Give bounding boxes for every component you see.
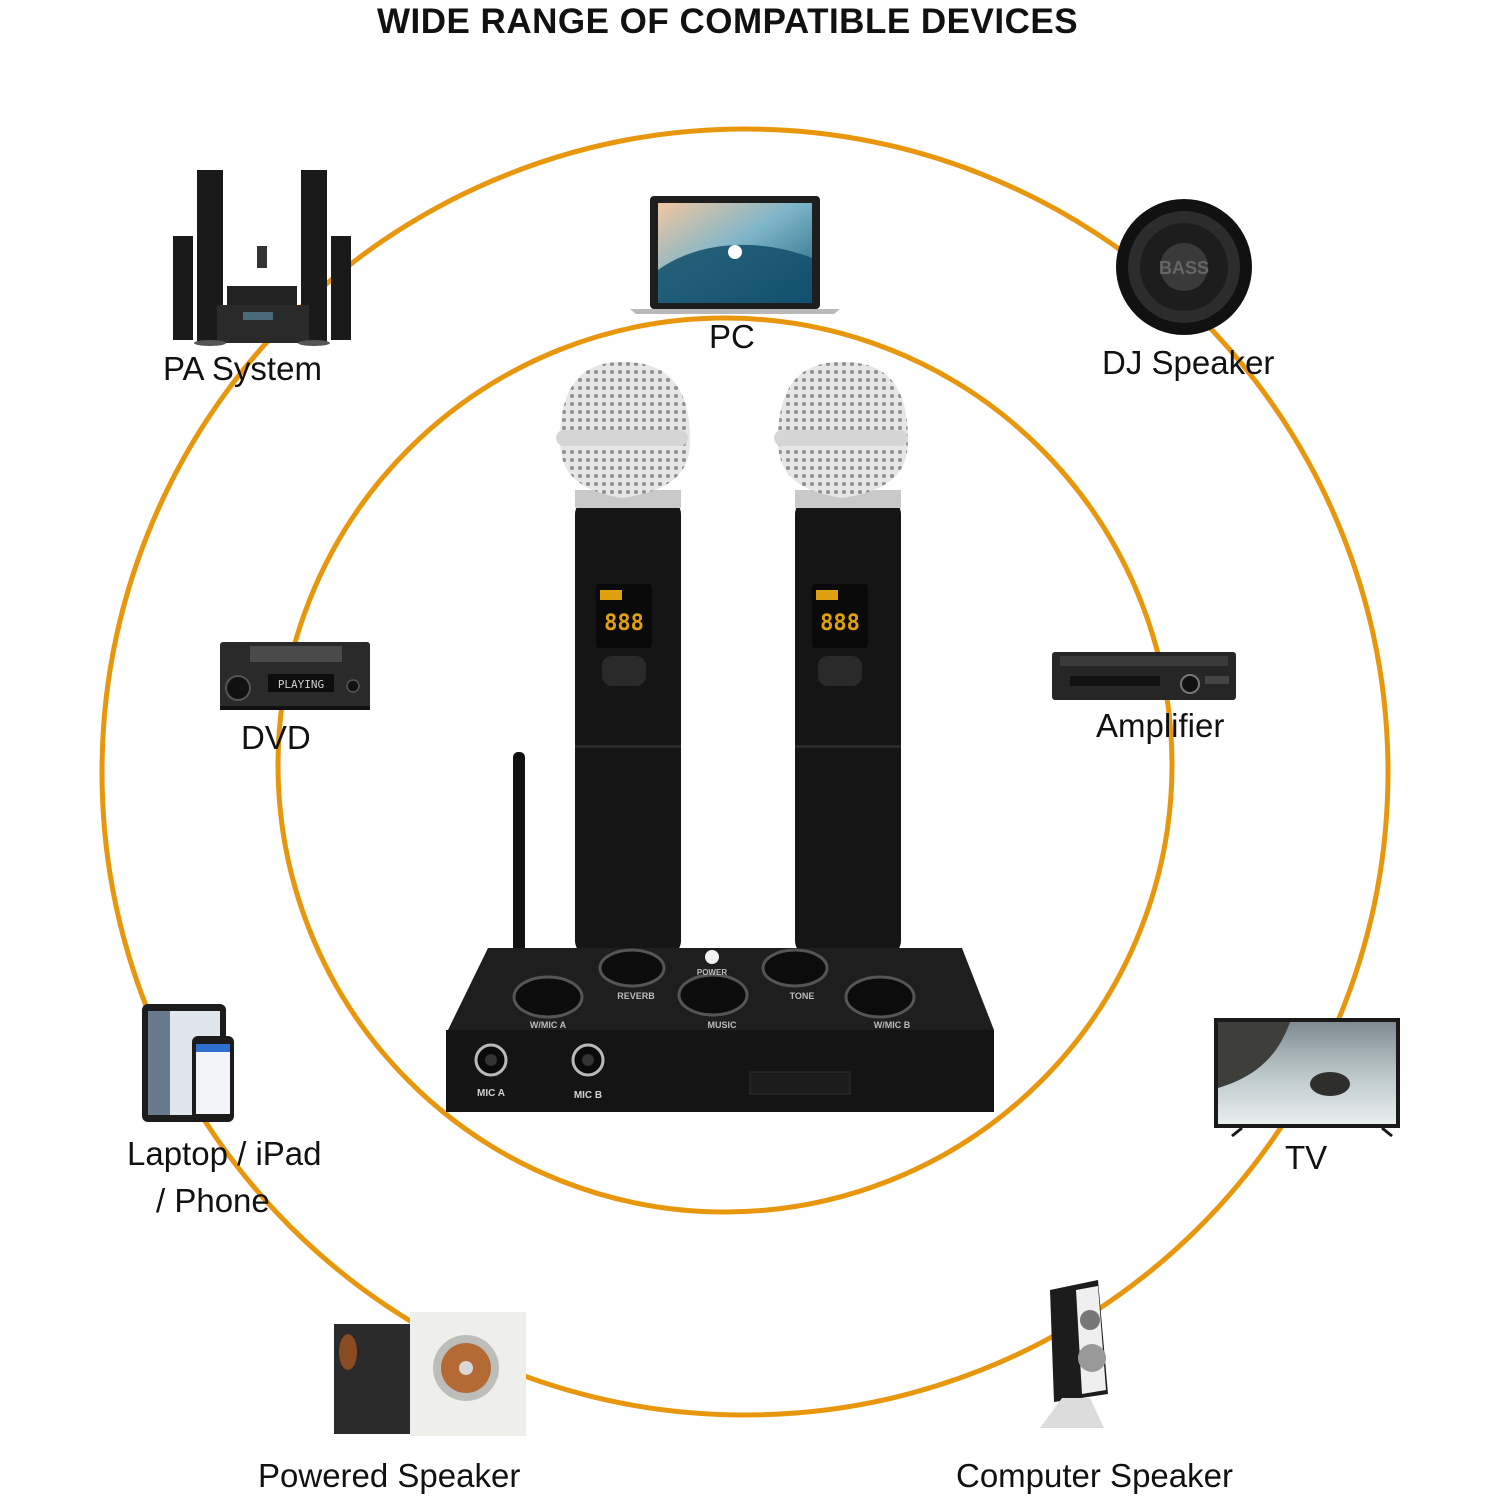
tablet-phone-icon [142, 1004, 234, 1122]
knob-label-reverb: REVERB [617, 991, 655, 1001]
receiver-base-icon: W/MIC A REVERB MUSIC TONE W/MIC B POWER … [446, 948, 994, 1112]
microphone-b-icon: 888 [774, 362, 908, 955]
dvd-player-icon: PLAYING [220, 642, 370, 710]
knob-wmic-b [844, 975, 916, 1019]
label-pa-system: PA System [163, 350, 322, 387]
svg-text:888: 888 [820, 611, 860, 636]
label-computer-speaker: Computer Speaker [956, 1457, 1233, 1494]
power-label: POWER [697, 968, 727, 977]
label-dj-speaker: DJ Speaker [1102, 344, 1275, 381]
label-amplifier: Amplifier [1096, 707, 1225, 744]
knob-label-music: MUSIC [708, 1020, 738, 1030]
label-pc: PC [709, 318, 755, 355]
svg-text:BASS: BASS [1159, 258, 1209, 278]
label-dvd: DVD [241, 719, 311, 756]
inner-ring [275, 315, 1175, 1215]
antenna-icon [513, 752, 525, 952]
label-laptop-ipad: Laptop / iPad [127, 1135, 322, 1172]
label-tv: TV [1285, 1139, 1328, 1176]
svg-text:888: 888 [604, 611, 644, 636]
label-powered-speaker: Powered Speaker [258, 1457, 521, 1494]
dj-speaker-icon: BASS [1116, 199, 1252, 335]
label-phone: / Phone [156, 1182, 270, 1219]
knob-label-wmic-a: W/MIC A [530, 1020, 567, 1030]
outer-ring [99, 126, 1391, 1418]
laptop-pc-icon [630, 196, 840, 314]
knob-label-wmic-b: W/MIC B [874, 1020, 911, 1030]
knob-tone [761, 948, 829, 988]
tv-icon [1214, 1018, 1400, 1138]
knob-label-tone: TONE [790, 991, 815, 1001]
jack-label-mic-a: MIC A [477, 1088, 505, 1099]
amplifier-icon [1052, 652, 1236, 700]
knob-reverb [598, 948, 666, 988]
power-button-icon [705, 950, 719, 964]
dvd-display-text: PLAYING [278, 678, 324, 691]
microphone-a-icon: 888 [556, 362, 690, 955]
knob-music [677, 973, 749, 1017]
jack-label-mic-b: MIC B [574, 1090, 602, 1101]
page-title: WIDE RANGE OF COMPATIBLE DEVICES [376, 2, 1079, 41]
knob-wmic-a [512, 975, 584, 1019]
powered-speaker-icon [334, 1312, 526, 1436]
pa-system-icon [173, 170, 351, 346]
computer-speaker-icon [1040, 1280, 1108, 1428]
